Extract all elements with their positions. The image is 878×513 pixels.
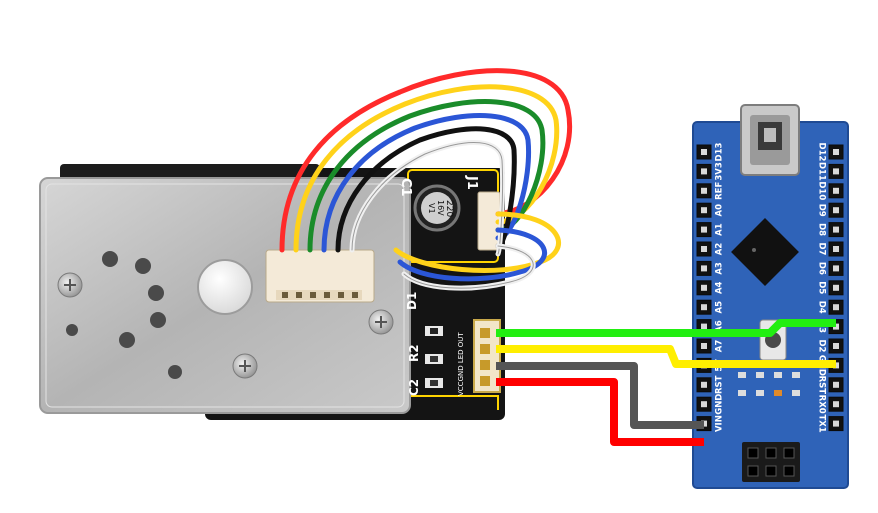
pin-hole-right-rst (833, 381, 839, 388)
cap-code-label: V1 (427, 203, 436, 214)
pin-hole-right-d6 (833, 265, 839, 272)
label-r2: R2 (407, 344, 421, 362)
pin-label-right-d2: D2 (817, 340, 827, 353)
ribbon-cable (279, 68, 572, 291)
sensor-lens (197, 259, 253, 315)
pin-hole-right-d5 (833, 284, 839, 291)
nano-left-pin-header (828, 144, 844, 432)
screw-bottom (232, 353, 258, 379)
nano-right-pin-header (696, 144, 712, 432)
wire-out-to-d3 (496, 319, 836, 337)
pin-label-left-ref: REF (715, 182, 725, 200)
pin-label-right-d5: D5 (817, 281, 827, 294)
pin-label-left-d13: D13 (715, 142, 725, 161)
cap-voltage-label: 16V (436, 200, 445, 216)
pin-hole-left-a3 (701, 265, 707, 272)
sensor-pin-header (473, 319, 501, 393)
pin-label-left-a2: A2 (715, 243, 725, 256)
dust-sensor-module: 220 16V V1 C1 J1 D1 R2 C2 VCCGND LED OUT (39, 164, 505, 420)
pin-label-left-3v3: 3V3 (715, 162, 725, 180)
pin-hole-left-a4 (701, 284, 707, 291)
pin-label-left-a1: A1 (715, 223, 725, 236)
pin-label-left-a4: A4 (715, 281, 725, 294)
pin-label-left-a6: A6 (715, 320, 725, 333)
pin-hole-right-d8 (833, 226, 839, 233)
pin-label-left-rst: RST (715, 375, 725, 394)
nano-smd-components (738, 372, 800, 396)
screw-left (57, 272, 83, 298)
label-pins: VCCGND LED OUT (457, 332, 465, 396)
pin-hole-right-d11 (833, 168, 839, 175)
label-c1: C1 (398, 178, 413, 197)
mini-usb-connector (740, 104, 800, 176)
pin-label-right-d6: D6 (817, 262, 827, 275)
label-c2: C2 (407, 379, 421, 396)
pin-hole-right-d12 (833, 149, 839, 155)
pin-label-left-a7: A7 (715, 340, 725, 353)
pin-hole-right-d9 (833, 207, 839, 214)
pin-hole-left-ref (701, 187, 707, 194)
connection-wires (496, 319, 836, 446)
pin-hole-right-d2 (833, 343, 839, 349)
pin-label-right-d9: D9 (817, 204, 827, 217)
pin-hole-left-3v3 (701, 168, 707, 175)
pin-label-right-tx1: TX1 (817, 414, 827, 432)
pin-hole-left-gnd (701, 401, 707, 408)
vent-holes (66, 251, 182, 379)
pin-hole-left-a2 (701, 246, 707, 252)
screw-right (368, 309, 394, 335)
pin-label-right-d12: D12 (817, 143, 827, 162)
pin-hole-left-d13 (701, 149, 707, 155)
label-d1: D1 (405, 292, 419, 310)
pin-hole-right-d10 (833, 187, 839, 194)
pin-label-left-a3: A3 (715, 262, 725, 275)
pin-hole-left-a6 (701, 323, 707, 330)
pin-label-left-a0: A0 (715, 204, 725, 217)
pin-hole-right-d4 (833, 304, 839, 311)
pin-label-left-vin: VIN (715, 415, 725, 432)
pin-hole-left-a7 (701, 343, 707, 349)
pin-label-right-d7: D7 (817, 243, 827, 256)
pin-hole-right-d7 (833, 246, 839, 252)
wire-vcc-to-vin (496, 378, 704, 446)
cap-value-label: 220 (444, 200, 454, 217)
pin-label-right-rx0: RX0 (817, 395, 827, 414)
wire-led-to-d2 (496, 345, 836, 368)
pin-label-left-a5: A5 (715, 301, 725, 314)
wire-gnd-to-gnd (496, 362, 704, 429)
pin-hole-left-a5 (701, 304, 707, 311)
pin-label-right-d4: D4 (817, 301, 827, 314)
pin-label-right-d8: D8 (817, 223, 827, 236)
pin-hole-left-a1 (701, 226, 707, 233)
pin-hole-right-tx1 (833, 420, 839, 427)
pin-hole-left-rst (701, 381, 707, 388)
pin-label-right-d10: D10 (817, 181, 827, 200)
icsp-header (742, 442, 800, 482)
electrolytic-capacitor: 220 16V V1 (413, 184, 461, 232)
metal-housing-inner (45, 183, 405, 408)
label-j1: J1 (464, 175, 479, 190)
smd-components (425, 326, 443, 388)
jst-connector-housing (265, 249, 375, 303)
pin-hole-left-a0 (701, 207, 707, 214)
pin-label-right-d11: D11 (817, 162, 827, 181)
pin-label-left-gnd: GND (715, 394, 725, 415)
pin-hole-right-rx0 (833, 401, 839, 408)
pin-label-right-rst: RST (817, 376, 827, 395)
